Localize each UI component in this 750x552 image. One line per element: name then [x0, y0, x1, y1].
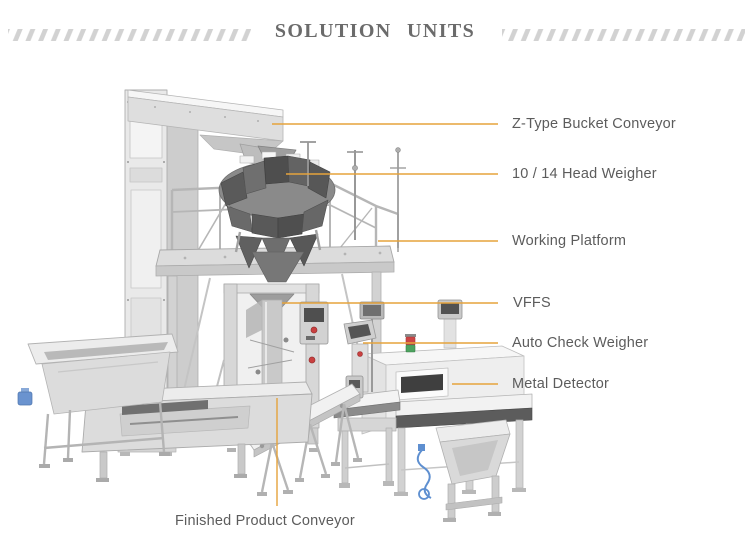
outfeed-conveyor-machine — [416, 419, 511, 522]
metal-detector-machine — [361, 299, 533, 496]
emergency-stop-button-lower — [308, 356, 316, 364]
monitor-on-pole — [359, 301, 385, 320]
vffs-screen — [304, 308, 324, 322]
drive-motor — [17, 388, 33, 406]
label-finished-product-conveyor: Finished Product Conveyor — [175, 513, 355, 529]
infeed-conveyor-machine — [17, 333, 313, 482]
label-head-weigher: 10 / 14 Head Weigher — [512, 166, 657, 182]
pneumatic-hose — [416, 449, 432, 499]
vffs-control-panel — [299, 301, 329, 345]
multi-head-weigher-machine — [218, 141, 406, 283]
page-title: SOLUTION UNITS — [274, 20, 476, 42]
emergency-stop-button — [310, 326, 318, 334]
label-z-type-bucket-conveyor: Z-Type Bucket Conveyor — [512, 116, 676, 132]
detector-aperture — [401, 374, 443, 393]
checkweigher-console — [343, 319, 377, 393]
label-auto-check-weigher: Auto Check Weigher — [512, 335, 649, 351]
hatch-left-decoration — [8, 27, 251, 41]
label-metal-detector: Metal Detector — [512, 376, 610, 392]
label-working-platform: Working Platform — [512, 233, 627, 249]
leader-lines — [272, 123, 498, 506]
metal-detector-display — [437, 299, 463, 320]
label-vffs: VFFS — [513, 295, 551, 311]
hatch-right-decoration — [502, 27, 745, 41]
